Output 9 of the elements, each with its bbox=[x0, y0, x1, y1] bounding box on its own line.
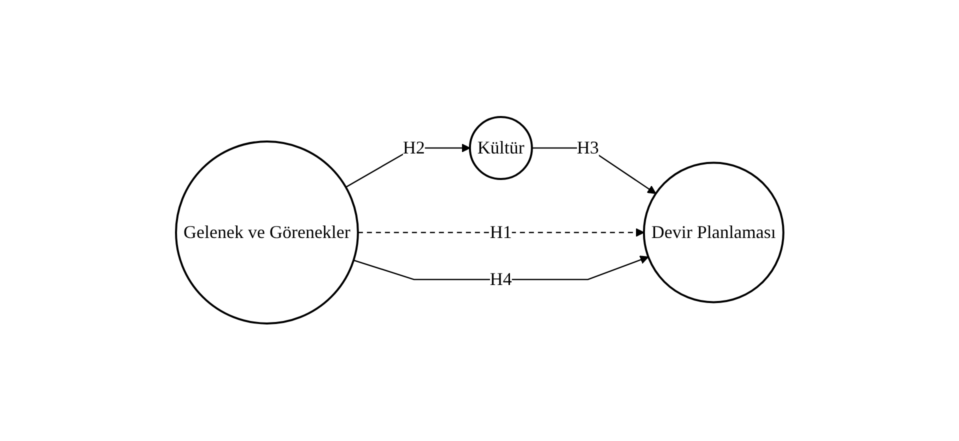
arrow bbox=[358, 228, 644, 238]
edge-label: H2 bbox=[402, 138, 425, 158]
edge-label: H3 bbox=[576, 138, 599, 158]
edge-label: H1 bbox=[490, 222, 512, 242]
node-circle: Devir Planlaması bbox=[642, 162, 784, 304]
node-circle: Gelenek ve Görenekler bbox=[174, 140, 359, 325]
arrow bbox=[353, 256, 649, 280]
edge-label: H4 bbox=[490, 269, 512, 290]
node-circle: Kültür bbox=[468, 116, 533, 180]
